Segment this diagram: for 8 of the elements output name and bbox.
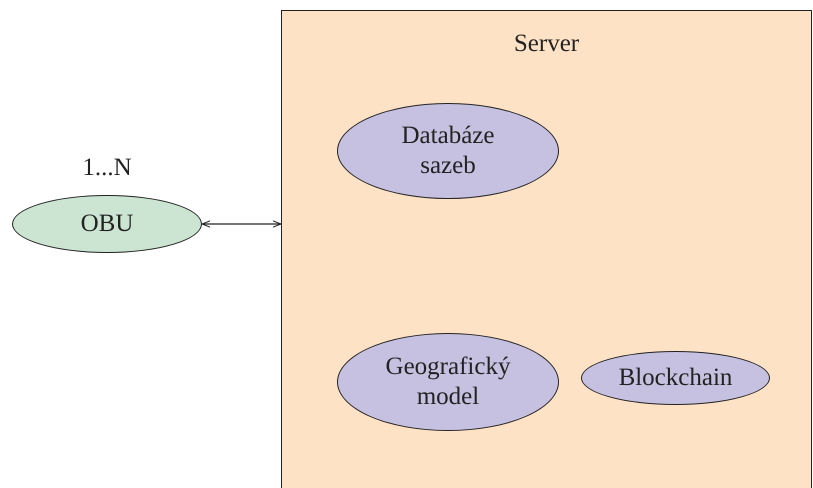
panel-title: Server (514, 29, 580, 59)
node-label: Databáze sazeb (400, 121, 496, 181)
double-arrow (201, 220, 282, 228)
multiplicity-label: 1...N (82, 153, 132, 183)
node-label: Blockchain (618, 363, 732, 393)
server-panel (281, 10, 812, 488)
node-label: OBU (80, 209, 134, 239)
node-label: Geografický model (384, 352, 512, 412)
